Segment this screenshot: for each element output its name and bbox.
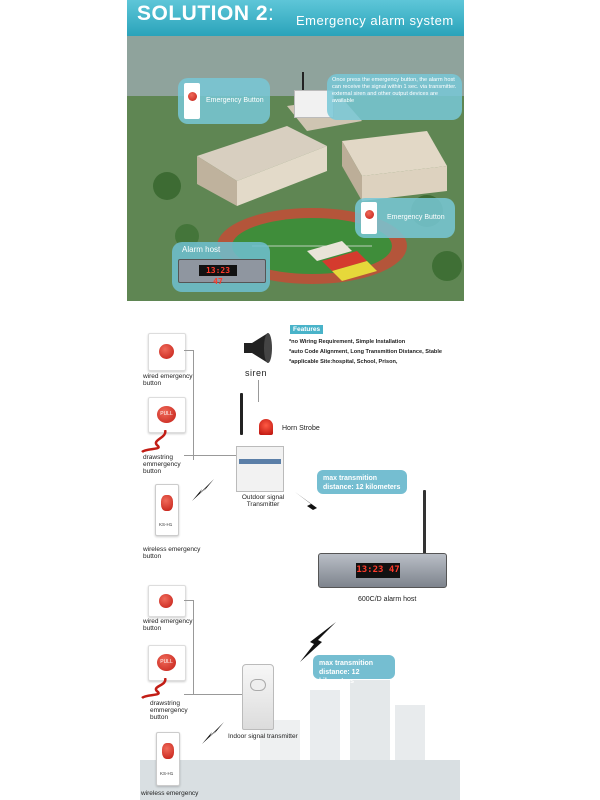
alarm-host-display: 13:23 47 — [199, 265, 237, 286]
emergency-button-bubble-left: Emergency Button — [178, 78, 270, 124]
connector-line — [193, 600, 194, 695]
siren-icon — [244, 333, 272, 363]
connector-line — [184, 350, 194, 351]
alarm-host-600cd-display: 13:23 47 — [356, 563, 400, 578]
connector-line — [193, 350, 194, 460]
outdoor-antenna-icon — [240, 393, 243, 435]
red-button-icon — [159, 344, 174, 359]
drawstring-emergency-label: drawstring emmergency button — [143, 454, 181, 475]
drawstring-emergency-button: PULL — [148, 397, 186, 433]
indoor-wireless-label: wireless emergency — [141, 790, 199, 797]
indoor-drawstring-button: PULL — [148, 645, 186, 681]
alarm-host-600cd-label: 600C/D alarm host — [358, 596, 417, 603]
solution-title-colon: : — [268, 2, 275, 25]
emergency-button-bubble-right: Emergency Button — [355, 198, 455, 238]
outdoor-transmitter-box — [236, 446, 284, 492]
features-list: *no Wiring Requirement, Simple Installat… — [289, 337, 442, 367]
wireless-red-button-icon — [161, 495, 173, 511]
signal-bolt-icon — [202, 722, 224, 744]
red-button-icon — [159, 594, 173, 608]
pull-button-icon: PULL — [157, 654, 176, 671]
drawstring-cord — [141, 430, 167, 454]
wireless-code: KS-H1 — [160, 771, 174, 776]
horn-strobe-label: Horn Strobe — [282, 425, 320, 432]
signal-bolt-icon — [192, 479, 214, 501]
feature-item: *no Wiring Requirement, Simple Installat… — [289, 339, 406, 345]
header-banner — [127, 0, 464, 36]
alarm-host-label: Alarm host — [182, 245, 221, 254]
emergency-button-label-left: Emergency Button — [206, 97, 264, 104]
max-distance-box-outdoor: max transmition distance: 12 kilometers — [317, 470, 407, 494]
pull-button-icon: PULL — [157, 406, 176, 423]
drawstring-cord — [141, 678, 167, 700]
alarm-host-device: 13:23 47 — [178, 259, 266, 286]
antenna-icon — [302, 72, 304, 90]
alarm-host-antenna-icon — [423, 490, 426, 555]
signal-bolt-icon-large — [295, 492, 331, 522]
alarm-host-600cd: 13:23 47 — [318, 553, 447, 588]
campus-illustration: Emergency Button Once press the emergenc… — [127, 36, 464, 301]
transmitter-stripe — [239, 459, 281, 464]
wired-emergency-label: wired emergency button — [143, 373, 193, 387]
wireless-red-button-icon — [162, 743, 174, 759]
solution-title: SOLUTION 2: — [137, 2, 274, 26]
indoor-wireless-button: KS-H1 — [156, 732, 180, 786]
description-bubble: Once press the emergency button, the ala… — [327, 74, 462, 120]
indoor-wired-emergency-label: wired emergency button — [143, 618, 193, 632]
wireless-emergency-label: wireless emergency button — [143, 546, 201, 560]
sensor-lens-icon — [250, 679, 266, 691]
connector-line — [184, 694, 242, 695]
emergency-button-label-right: Emergency Button — [387, 214, 445, 221]
wired-emergency-button — [148, 333, 186, 371]
siren-label: siren — [245, 368, 268, 378]
description-text: Once press the emergency button, the ala… — [332, 77, 457, 104]
indoor-transmitter-label: Indoor signal transmitter — [228, 733, 298, 740]
feature-item: *auto Code Alignment, Long Transmition D… — [289, 349, 443, 355]
wireless-emergency-button: KS-H1 — [155, 484, 179, 536]
features-heading: Features — [290, 325, 324, 334]
emergency-button-icon-right — [365, 210, 374, 219]
connector-line — [184, 455, 236, 456]
connector-line — [184, 600, 194, 601]
indoor-wired-emergency-button — [148, 585, 186, 617]
horn-strobe-icon — [259, 419, 273, 435]
wireless-code: KS-H1 — [159, 522, 173, 527]
max-distance-box-indoor: max transmition distance: 12 kilometers — [313, 655, 395, 685]
solution-subtitle: Emergency alarm system — [296, 13, 454, 28]
max-distance-text-indoor: max transmition distance: 12 kilometers — [319, 660, 374, 685]
emergency-button-icon — [188, 92, 197, 101]
emergency-button-card-right — [361, 202, 377, 234]
solution-title-text: SOLUTION 2 — [137, 2, 269, 25]
indoor-drawstring-label: drawstring emmergency button — [150, 700, 188, 721]
feature-item: *applicable Site:hospital, School, Priso… — [289, 359, 398, 365]
signal-bolt-icon-large — [300, 622, 336, 662]
outdoor-transmitter-label: Outdoor signal Transmitter — [241, 494, 285, 508]
max-distance-text-outdoor: max transmition distance: 12 kilometers — [323, 475, 401, 491]
emergency-button-card — [184, 83, 200, 119]
alarm-host-bubble: Alarm host 13:23 47 — [172, 242, 270, 292]
indoor-transmitter-device — [242, 664, 274, 730]
city-skyline-background — [140, 660, 460, 800]
connector-line — [258, 380, 259, 402]
